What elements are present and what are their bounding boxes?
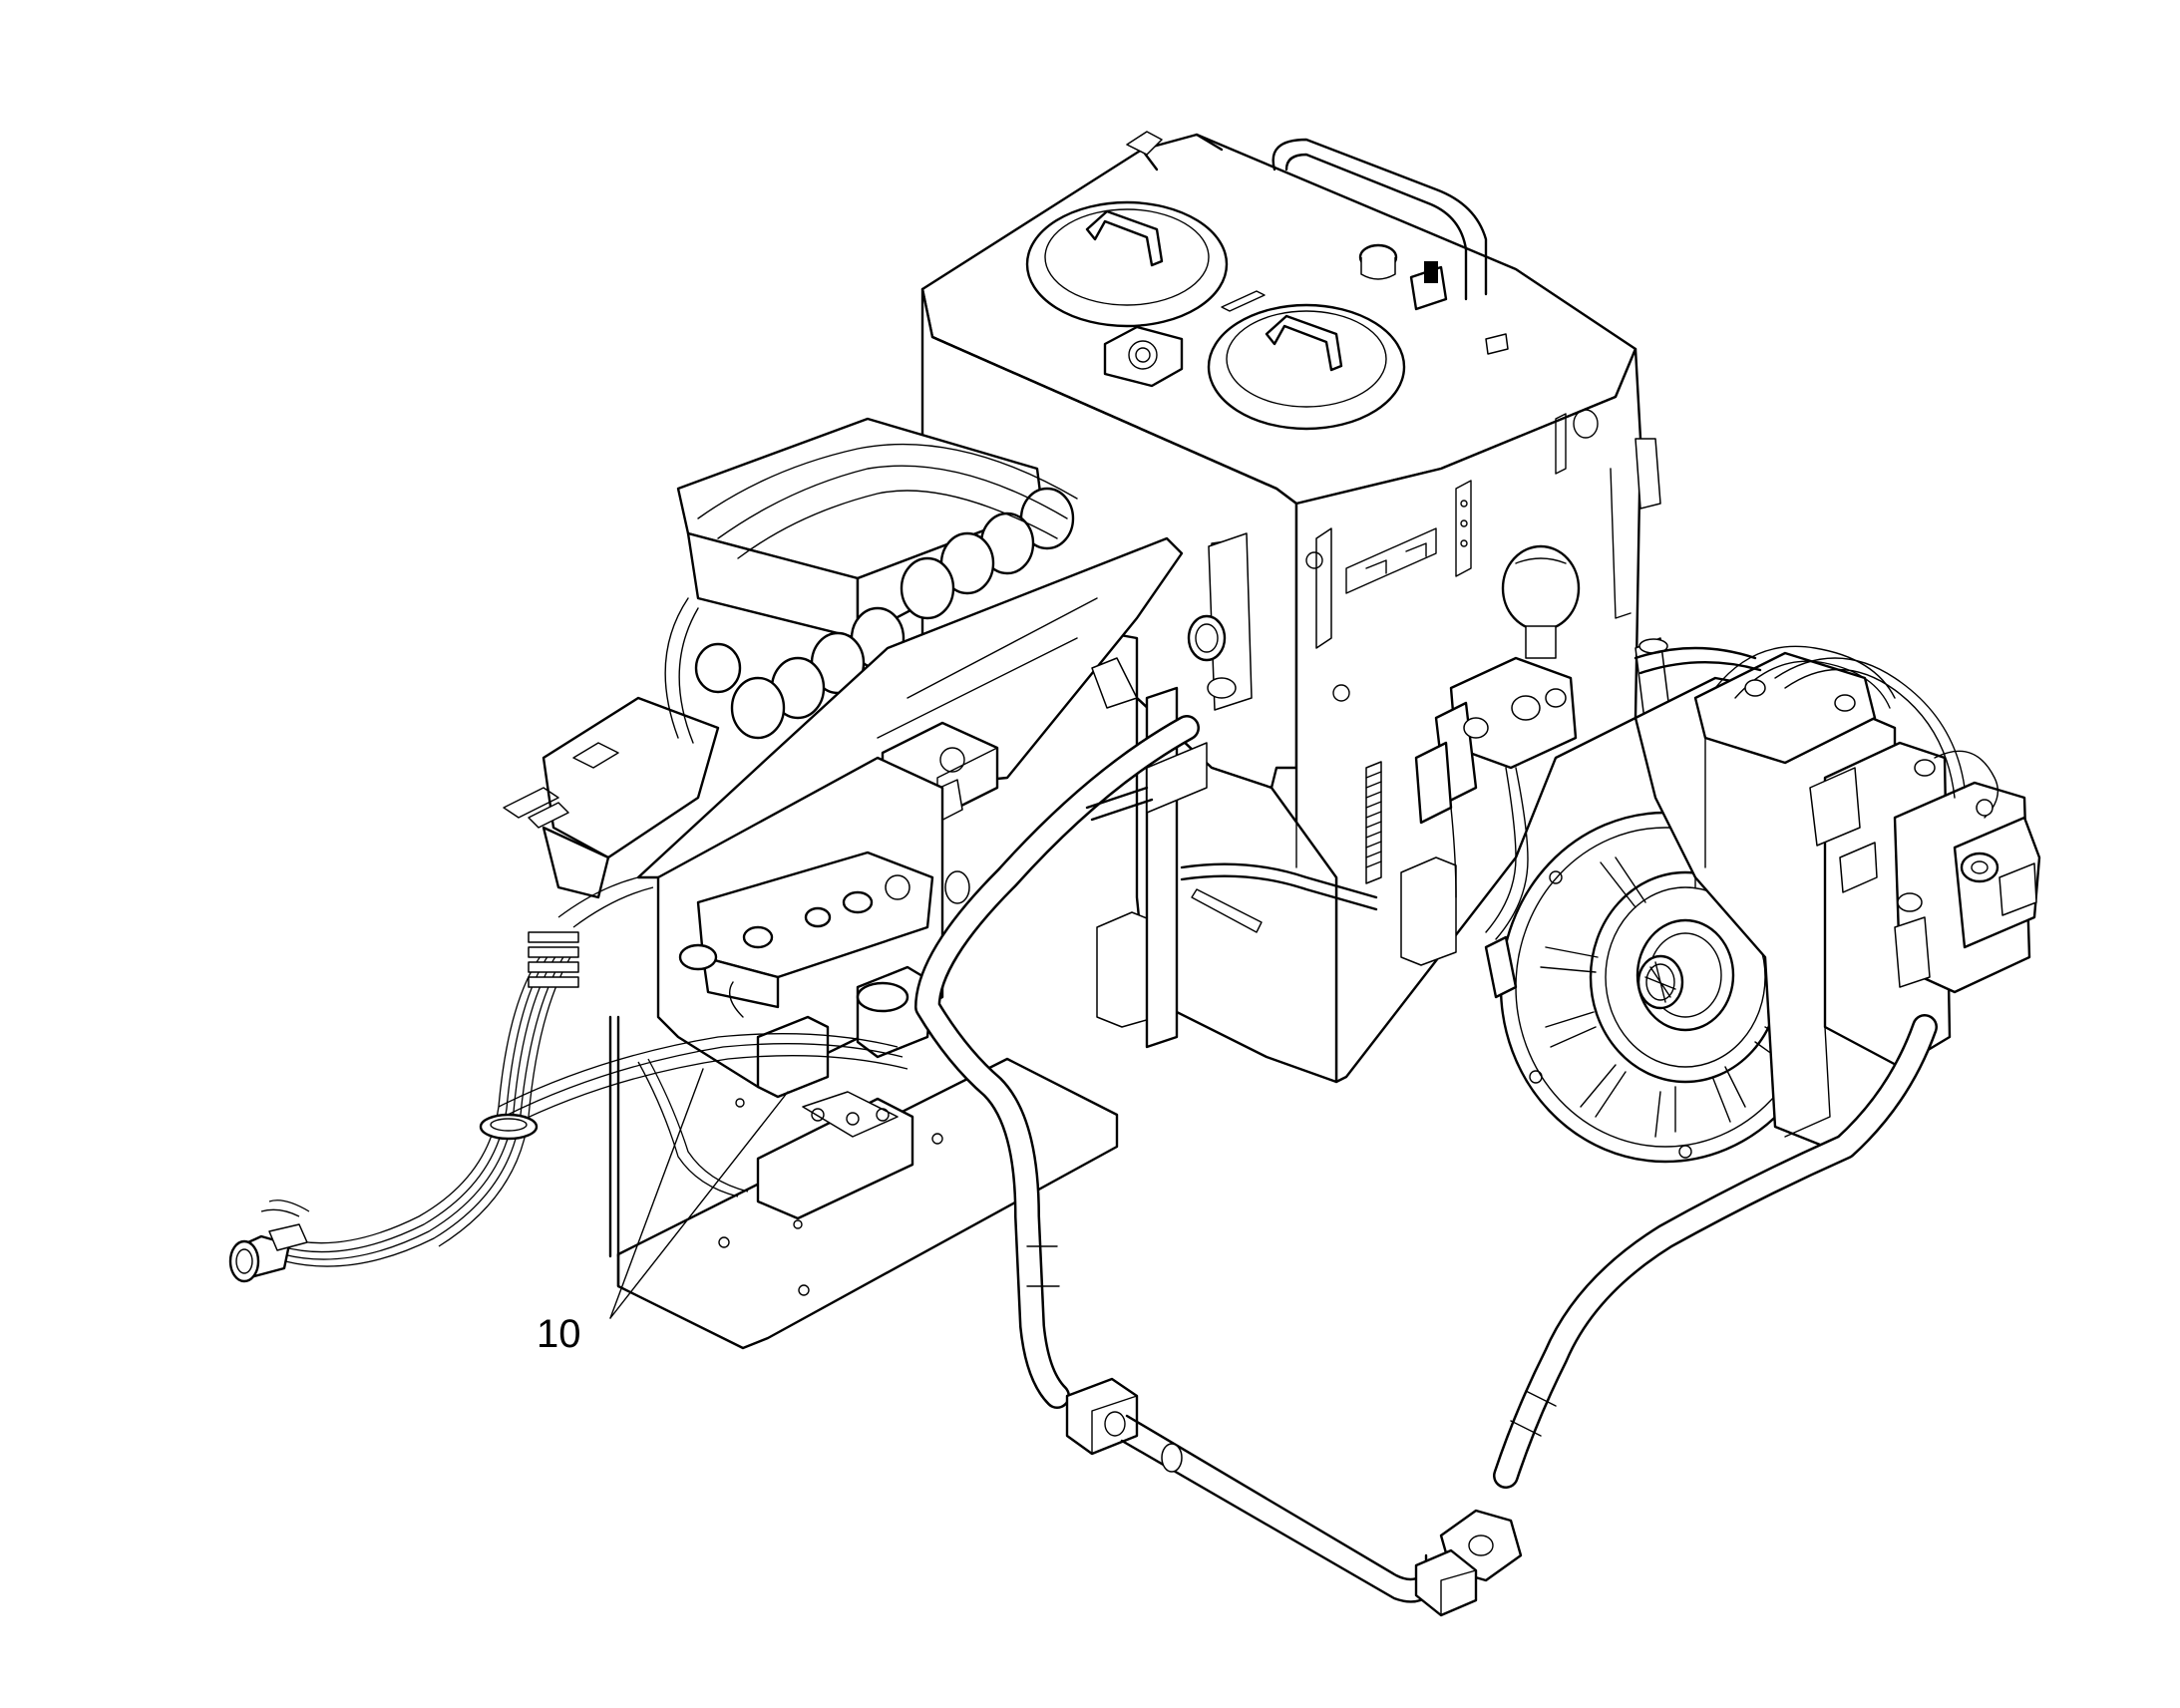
filler-caps [1025, 200, 1509, 431]
wiring-harness [228, 876, 908, 1283]
base-plate [616, 1057, 1119, 1350]
valve-cylinders [694, 487, 1075, 740]
pump-gearbox [1634, 645, 2041, 1149]
suction-hose [914, 715, 1448, 1603]
callout-label-10: 10 [537, 1312, 581, 1356]
valve-bank [503, 417, 1078, 899]
callout-10-leader [609, 1068, 789, 1319]
mid-valve-assembly [678, 851, 970, 1138]
control-valve-cluster [1414, 656, 1578, 940]
return-hose [1414, 1014, 1938, 1617]
tank-return-line [1085, 646, 1762, 911]
